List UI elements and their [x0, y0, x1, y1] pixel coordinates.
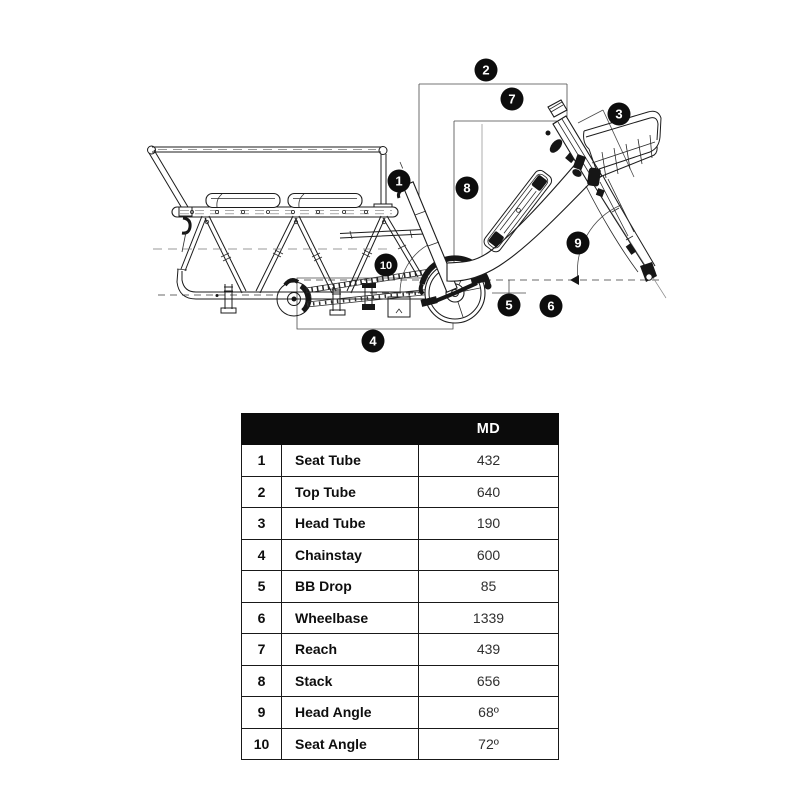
table-row: 6 Wheelbase 1339 — [241, 601, 559, 634]
deck-bolts — [189, 209, 368, 214]
svg-text:8: 8 — [463, 181, 470, 196]
size-header-cell: MD — [418, 413, 559, 445]
row-value: 600 — [418, 538, 559, 571]
row-label: Head Tube — [281, 507, 419, 540]
callout-8: 8 — [455, 176, 479, 200]
header-empty-cell — [241, 413, 282, 445]
bench-seat — [205, 192, 281, 209]
rear-hub — [276, 278, 312, 317]
front-basket — [583, 110, 662, 179]
row-value: 85 — [418, 570, 559, 603]
rail-end-cap — [378, 146, 388, 155]
row-num: 3 — [241, 507, 282, 540]
callout-5: 5 — [497, 293, 521, 317]
row-label: Top Tube — [281, 475, 419, 508]
row-value: 190 — [418, 507, 559, 540]
table-header-row: MD — [241, 413, 559, 445]
table-row: 5 BB Drop 85 — [241, 570, 559, 603]
row-num: 5 — [241, 570, 282, 603]
svg-text:6: 6 — [547, 299, 554, 314]
geometry-table: MD 1 Seat Tube 432 2 Top Tube 640 3 Head… — [241, 413, 559, 760]
callout-2: 2 — [474, 58, 498, 82]
svg-text:9: 9 — [574, 236, 581, 251]
table-row: 1 Seat Tube 432 — [241, 444, 559, 477]
row-num: 8 — [241, 664, 282, 697]
table-row: 9 Head Angle 68º — [241, 696, 559, 729]
callout-10: 10 — [374, 253, 398, 277]
row-label: Reach — [281, 633, 419, 666]
basket-mount-headlight — [572, 154, 635, 237]
row-value: 656 — [418, 664, 559, 697]
callout-1: 1 — [387, 169, 411, 193]
chain — [305, 268, 434, 308]
row-label: Chainstay — [281, 538, 419, 571]
battery-down-tube — [446, 130, 595, 282]
callouts: 1 2 3 4 5 6 7 8 — [361, 58, 631, 353]
svg-text:4: 4 — [369, 334, 377, 349]
row-num: 7 — [241, 633, 282, 666]
svg-text:2: 2 — [482, 63, 489, 78]
svg-text:5: 5 — [505, 298, 512, 313]
row-label: Wheelbase — [281, 601, 419, 634]
diagram-background — [0, 0, 800, 390]
deck-clamp — [178, 206, 193, 217]
header-empty-cell — [281, 413, 419, 445]
bench-seat — [287, 192, 363, 209]
cargo-deck — [171, 206, 399, 218]
row-label: Head Angle — [281, 696, 419, 729]
controller-box — [387, 296, 411, 318]
row-label: Seat Angle — [281, 727, 419, 760]
front-dropout — [640, 262, 657, 282]
row-num: 9 — [241, 696, 282, 729]
row-num: 4 — [241, 538, 282, 571]
row-label: BB Drop — [281, 570, 419, 603]
row-value: 432 — [418, 444, 559, 477]
callout-3: 3 — [607, 102, 631, 126]
table-row: 8 Stack 656 — [241, 664, 559, 697]
cargo-rack — [147, 145, 399, 253]
callout-6: 6 — [539, 294, 563, 318]
svg-text:10: 10 — [380, 260, 392, 272]
pedal — [420, 296, 438, 307]
svg-text:7: 7 — [508, 92, 515, 107]
row-num: 10 — [241, 727, 282, 760]
row-value: 640 — [418, 475, 559, 508]
callout-7: 7 — [500, 87, 524, 111]
row-value: 68º — [418, 696, 559, 729]
under-frame-truss — [153, 215, 426, 318]
table-row: 2 Top Tube 640 — [241, 475, 559, 508]
row-value: 1339 — [418, 601, 559, 634]
table-row: 4 Chainstay 600 — [241, 538, 559, 571]
row-num: 2 — [241, 475, 282, 508]
front-assembly — [547, 99, 662, 282]
row-num: 1 — [241, 444, 282, 477]
battery — [483, 169, 553, 253]
svg-text:3: 3 — [615, 107, 622, 122]
table-row: 10 Seat Angle 72º — [241, 727, 559, 760]
table-row: 7 Reach 439 — [241, 633, 559, 666]
row-label: Seat Tube — [281, 444, 419, 477]
rail-end-cap — [147, 145, 156, 155]
svg-text:1: 1 — [395, 174, 402, 189]
callout-4: 4 — [361, 329, 385, 353]
stem-spacers — [547, 99, 568, 118]
row-value: 439 — [418, 633, 559, 666]
row-num: 6 — [241, 601, 282, 634]
row-label: Stack — [281, 664, 419, 697]
callout-9: 9 — [566, 231, 590, 255]
row-value: 72º — [418, 727, 559, 760]
bike-geometry-diagram: 1 2 3 4 5 6 7 8 — [0, 0, 800, 390]
table-row: 3 Head Tube 190 — [241, 507, 559, 540]
pedal — [470, 274, 488, 285]
